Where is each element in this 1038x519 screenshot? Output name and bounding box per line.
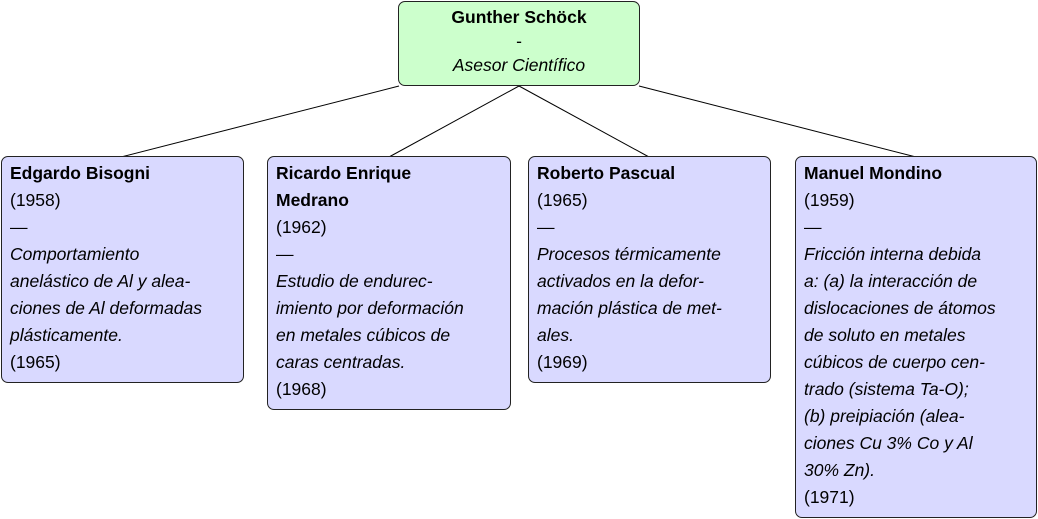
student-node-pascual: Roberto Pascual (1965) — Procesos térmicame… xyxy=(528,156,771,383)
student-name: Medrano xyxy=(276,190,349,210)
start-year: (1965) xyxy=(537,190,588,210)
edge-root-to-pascual xyxy=(518,85,650,158)
dash-separator: — xyxy=(804,217,822,237)
edge-root-to-bisogni xyxy=(120,85,400,158)
thesis-title: a: (a) la interacción de xyxy=(804,271,978,291)
thesis-title: mación plástica de met- xyxy=(537,298,722,318)
thesis-title: activados en la defor- xyxy=(537,271,705,291)
thesis-title: (b) preipiación (alea- xyxy=(804,406,965,426)
start-year: (1962) xyxy=(276,217,327,237)
student-node-mondino: Manuel Mondino (1959) — Fricción interna de… xyxy=(795,156,1037,518)
thesis-title: Comportamiento xyxy=(10,244,140,264)
thesis-title: ciones Cu 3% Co y Al xyxy=(804,433,973,453)
dash-separator: — xyxy=(537,217,555,237)
dash-separator: — xyxy=(276,244,294,264)
student-name: Edgardo Bisogni xyxy=(10,163,150,183)
thesis-title: trado (sistema Ta-O); xyxy=(804,379,969,399)
student-node-bisogni: Edgardo Bisogni (1958) — Comportamiento anel… xyxy=(1,156,244,383)
end-year: (1969) xyxy=(537,352,588,372)
student-name: Ricardo Enrique xyxy=(276,163,412,183)
start-year: (1959) xyxy=(804,190,855,210)
edge-root-to-mondino xyxy=(638,85,917,158)
thesis-title: anelástico de Al y alea- xyxy=(10,271,191,291)
thesis-title: en metales cúbicos de xyxy=(276,325,451,345)
thesis-title: Fricción interna debida xyxy=(804,244,982,264)
end-year: (1971) xyxy=(804,487,855,507)
thesis-title: imiento por deformación xyxy=(276,298,464,318)
thesis-title: 30% Zn). xyxy=(804,460,875,480)
advisor-name: Gunther Schöck xyxy=(451,7,587,27)
thesis-title: Procesos térmicamente xyxy=(537,244,721,264)
thesis-title: ciones de Al deformadas xyxy=(10,298,202,318)
advisor-separator: - xyxy=(516,31,522,51)
advisor-node: Gunther Schöck - Asesor Científico xyxy=(398,1,640,86)
end-year: (1968) xyxy=(276,379,327,399)
thesis-title: de soluto en metales xyxy=(804,325,966,345)
advisor-role: Asesor Científico xyxy=(452,55,586,75)
thesis-title: Estudio de endurec- xyxy=(276,271,433,291)
thesis-title: plásticamente. xyxy=(10,325,123,345)
thesis-title: dislocaciones de átomos xyxy=(804,298,996,318)
end-year: (1965) xyxy=(10,352,61,372)
student-name: Manuel Mondino xyxy=(804,163,943,183)
thesis-title: ales. xyxy=(537,325,574,345)
dash-separator: — xyxy=(10,217,28,237)
thesis-title: caras centradas. xyxy=(276,352,406,372)
start-year: (1958) xyxy=(10,190,61,210)
edge-root-to-medrano xyxy=(388,85,520,158)
student-name: Roberto Pascual xyxy=(537,163,676,183)
thesis-title: cúbicos de cuerpo cen- xyxy=(804,352,985,372)
